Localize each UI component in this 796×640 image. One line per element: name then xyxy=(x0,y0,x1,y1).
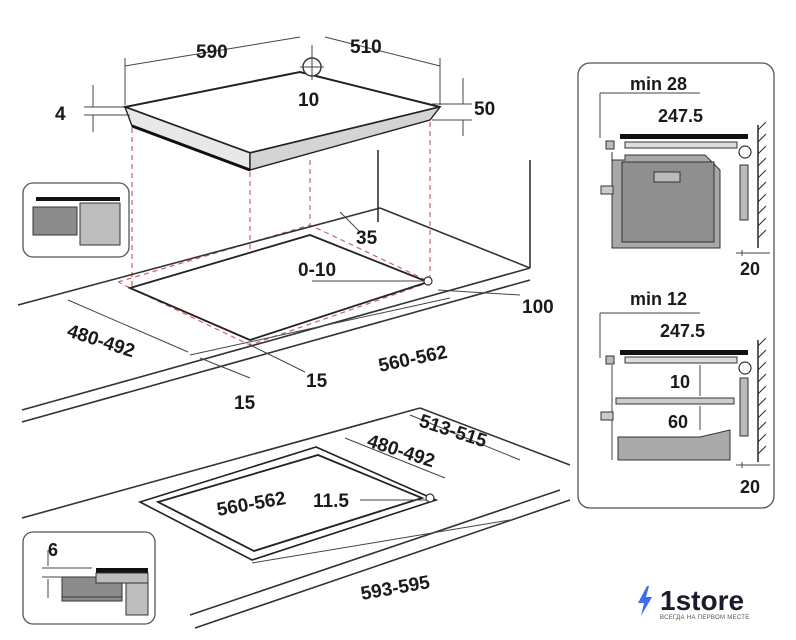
flush-outer-width-label: 593-595 xyxy=(359,572,432,605)
cutout-gap-range-label: 0-10 xyxy=(298,260,336,281)
hob-drawing xyxy=(84,36,472,222)
worktop-cutout-drawing xyxy=(17,160,531,423)
panel-top-min-label: min 28 xyxy=(630,74,687,94)
cutout-width-label: 560-562 xyxy=(377,342,450,377)
hob-depth-label: 510 xyxy=(350,37,382,58)
flush-radius-label: 11.5 xyxy=(313,491,349,512)
hob-edge-label: 4 xyxy=(55,104,66,125)
flush-rebate-label: 6 xyxy=(48,540,58,560)
panel-bottom-min-label: min 12 xyxy=(630,289,687,309)
panel-bottom-wall-label: 20 xyxy=(740,477,760,497)
brand-tagline: ВСЕГДА НА ПЕРВОМ МЕСТЕ xyxy=(660,615,750,621)
brand-logo: 1store ВСЕГДА НА ПЕРВОМ МЕСТЕ xyxy=(636,585,749,621)
cutout-depth-label: 480-492 xyxy=(64,321,137,363)
cutout-gap-back-label: 35 xyxy=(356,228,378,249)
hob-width-label: 590 xyxy=(196,42,228,63)
hob-height-label: 50 xyxy=(474,99,495,120)
brand-name: 1store xyxy=(660,585,745,616)
side-section-panel xyxy=(577,62,775,509)
inset-flush-mount xyxy=(22,531,156,625)
cutout-side-a-label: 15 xyxy=(306,371,328,392)
inset-standard-mount xyxy=(22,182,130,258)
panel-top-depth-label: 247.5 xyxy=(658,106,703,126)
panel-bottom-depth-label: 247.5 xyxy=(660,321,705,341)
cutout-side-b-label: 15 xyxy=(234,393,256,414)
cutout-back-min-label: 100 xyxy=(522,297,554,318)
panel-bottom-clearance-label: 60 xyxy=(668,412,688,432)
lightning-icon xyxy=(638,586,652,616)
panel-bottom-gap-label: 10 xyxy=(670,372,690,392)
flush-outer-depth-label: 513-515 xyxy=(416,411,489,453)
flush-inner-depth-label: 480-492 xyxy=(364,431,437,473)
flush-cutout-drawing xyxy=(21,407,571,629)
panel-top-wall-label: 20 xyxy=(740,259,760,279)
hob-cable-hole-label: 10 xyxy=(298,90,319,111)
